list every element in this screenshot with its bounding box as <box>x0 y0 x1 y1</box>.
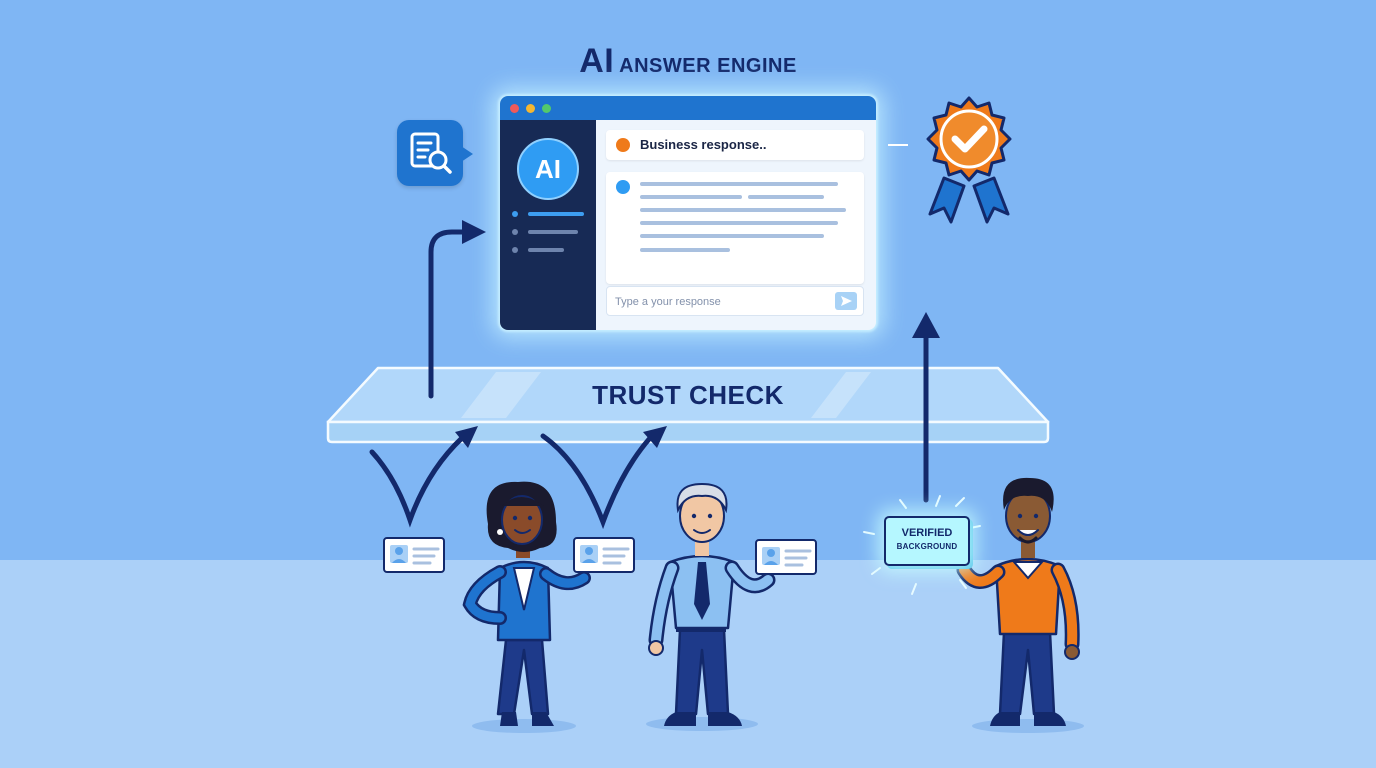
message-line <box>640 234 824 238</box>
arrow-head <box>462 220 486 244</box>
id-card-icon <box>572 536 636 574</box>
ai-badge: AI <box>517 138 579 200</box>
id-card-icon <box>382 536 446 574</box>
message-line <box>640 208 846 212</box>
ai-message-card <box>606 172 864 284</box>
message-line <box>640 195 742 199</box>
message-line <box>640 221 838 225</box>
title-ai: AI <box>579 42 615 80</box>
verified-label: VERIFIED <box>901 527 953 539</box>
message-line <box>748 195 824 199</box>
business-response-card: Business response.. <box>606 130 864 160</box>
document-search-icon <box>397 120 473 186</box>
window-close-dot[interactable] <box>510 104 519 113</box>
sidebar-dot-active <box>512 211 518 217</box>
sidebar-item-active[interactable] <box>528 212 584 216</box>
background-label: BACKGROUND <box>896 542 958 551</box>
response-input-box <box>606 286 864 316</box>
arrow-head <box>643 426 667 448</box>
sidebar-dot <box>512 229 518 235</box>
ai-chat-window: AI Business response.. <box>500 96 876 330</box>
arrow-head <box>455 426 478 448</box>
message-line <box>640 182 838 186</box>
id-card-icon <box>754 538 818 576</box>
trust-check-bar <box>326 366 1050 444</box>
medal-connector <box>888 144 908 146</box>
window-maximize-dot[interactable] <box>542 104 551 113</box>
award-medal-icon <box>926 96 1012 224</box>
person-older-man <box>648 482 776 726</box>
window-minimize-dot[interactable] <box>526 104 535 113</box>
business-response-text: Business response.. <box>640 137 767 152</box>
sidebar-item[interactable] <box>528 248 564 252</box>
arrow-head <box>912 312 940 338</box>
orange-status-dot <box>616 138 630 152</box>
title-answer-engine: ANSWER ENGINE <box>619 55 797 77</box>
person-man-orange <box>956 477 1080 726</box>
sidebar-dot <box>512 247 518 253</box>
message-line <box>640 248 730 252</box>
response-input[interactable] <box>613 291 829 313</box>
send-button[interactable] <box>835 292 857 310</box>
sidebar-item[interactable] <box>528 230 578 234</box>
trust-check-label: TRUST CHECK <box>592 380 784 410</box>
window-titlebar <box>500 96 876 120</box>
blue-status-dot <box>616 180 630 194</box>
verified-background-card: VERIFIED BACKGROUND <box>884 516 970 566</box>
diagram-title: AI ANSWER ENGINE <box>0 42 1376 81</box>
person-woman <box>462 481 591 726</box>
window-sidebar: AI <box>500 120 596 330</box>
send-icon <box>841 296 852 306</box>
